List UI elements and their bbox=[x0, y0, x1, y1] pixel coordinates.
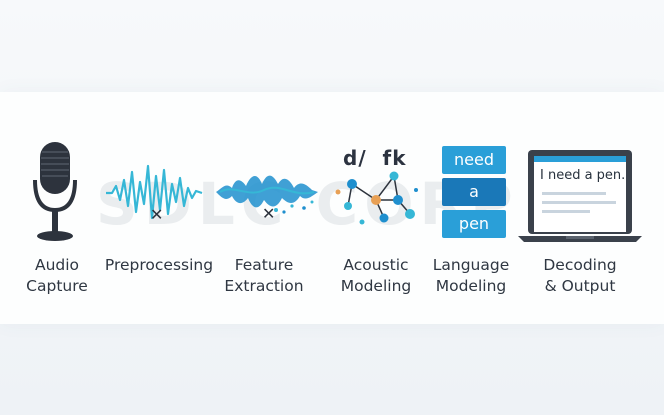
spectral-waveform-icon bbox=[216, 175, 318, 214]
noise-cross-icon: ✕ bbox=[262, 204, 276, 223]
stage-label-feature-extraction: Feature Extraction bbox=[224, 256, 304, 295]
word-block: a bbox=[442, 178, 506, 206]
stage-label-acoustic-modeling: Acoustic Modeling bbox=[340, 256, 412, 295]
output-text: I need a pen. bbox=[540, 168, 626, 183]
stage-label-language-modeling: Language Modeling bbox=[432, 256, 510, 295]
stage-label-preprocessing: Preprocessing bbox=[104, 256, 214, 274]
stage-label-decoding-output: Decoding & Output bbox=[543, 256, 617, 295]
laptop-icon bbox=[518, 150, 642, 242]
stage-label-audio-capture: Audio Capture bbox=[26, 256, 88, 295]
noise-cross-icon: ✕ bbox=[150, 205, 164, 224]
phoneme-network-icon bbox=[335, 171, 418, 225]
waveform-icon bbox=[106, 164, 203, 220]
microphone-icon bbox=[33, 142, 77, 241]
word-block: need bbox=[442, 146, 506, 174]
phoneme-text: d/ fk bbox=[343, 146, 407, 170]
word-block: pen bbox=[442, 210, 506, 238]
